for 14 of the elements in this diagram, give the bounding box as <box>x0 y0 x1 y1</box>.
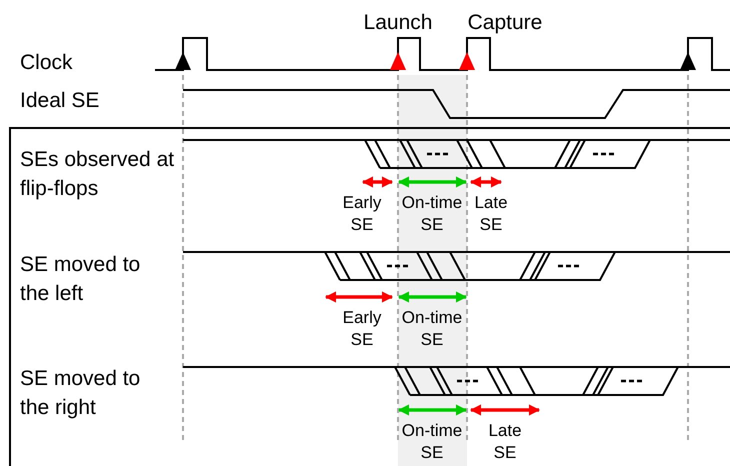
signal-label: Clock <box>20 50 74 76</box>
interval-label: Early SE <box>342 192 382 236</box>
event-label: Launch <box>362 10 434 36</box>
signal-label: SE moved to the left <box>20 252 142 307</box>
interval-label: Late SE <box>487 420 523 464</box>
interval-label: Early SE <box>342 307 382 351</box>
interval-label: On-time SE <box>400 192 464 236</box>
interval-label: Late SE <box>473 192 509 236</box>
interval-label: On-time SE <box>400 307 464 351</box>
signal-label: SE moved to the right <box>20 366 142 421</box>
interval-label: On-time SE <box>400 420 464 464</box>
signal-label: SEs observed at flip-flops <box>20 147 176 202</box>
signal-label: Ideal SE <box>20 88 100 114</box>
event-label: Capture <box>466 10 544 36</box>
